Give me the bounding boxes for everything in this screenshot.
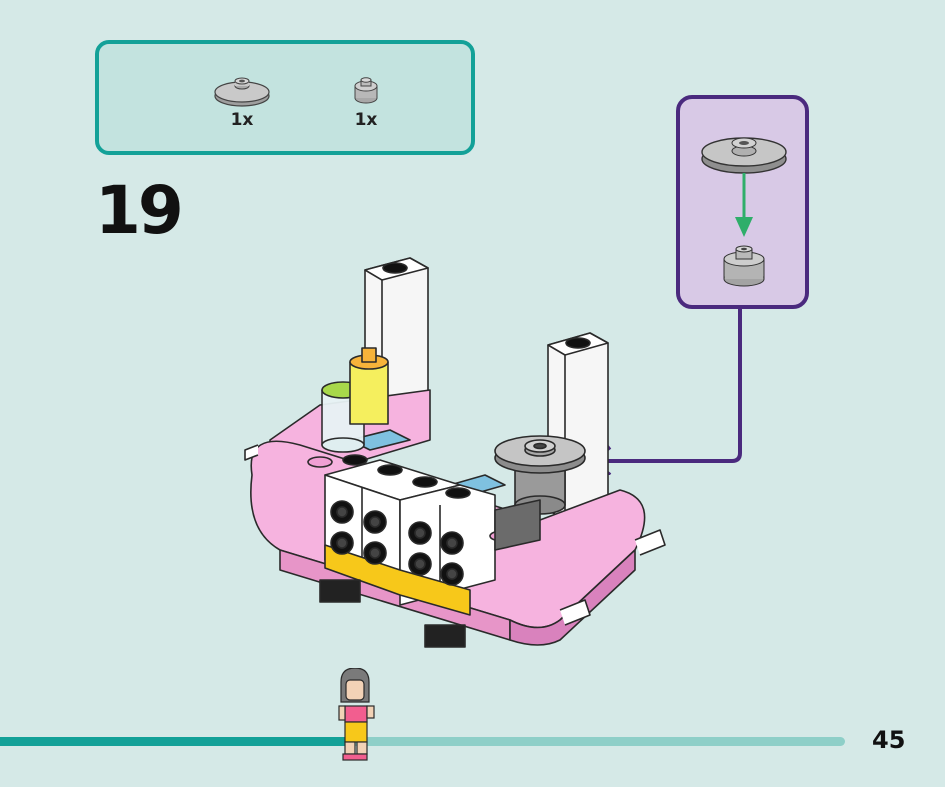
sub-assembly-diagram: [701, 137, 787, 287]
minifigure-progress-marker-icon: [338, 668, 375, 761]
progress-track: [0, 737, 845, 746]
part-quantity: 1x: [354, 110, 378, 130]
sub-assembly-callout: [676, 95, 809, 309]
model-illustration: [244, 257, 666, 648]
round-brick-1x1-icon: [723, 245, 765, 287]
part-item-round-brick: 1x: [326, 72, 406, 130]
progress-fill: [0, 737, 355, 746]
page-number: 45: [872, 726, 906, 754]
part-quantity: 1x: [230, 110, 254, 130]
step-number: 19: [95, 172, 184, 249]
round-brick-1x1-icon: [354, 77, 378, 104]
round-plate-2x2-icon: [701, 137, 787, 174]
assembly-arrow-icon: [735, 173, 753, 237]
round-plate-2x2-icon: [214, 77, 270, 107]
part-item-round-plate: 1x: [202, 72, 282, 130]
parts-list-box: 1x 1x: [95, 40, 475, 155]
